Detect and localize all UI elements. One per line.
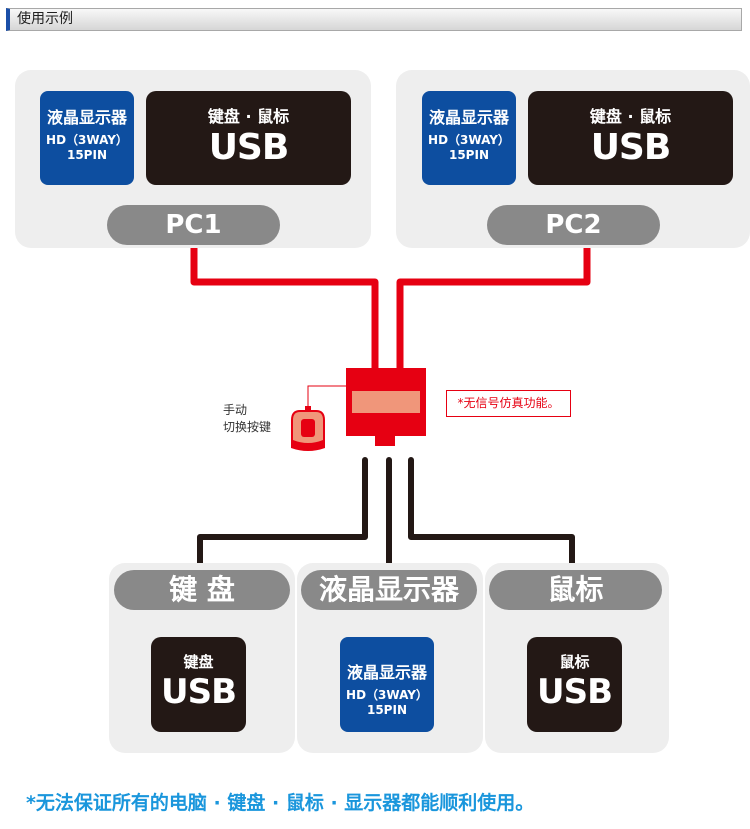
no-signal-emulation-note: *无信号仿真功能。 xyxy=(446,390,571,417)
mouse-usb-port: 鼠标 USB xyxy=(527,637,622,732)
mouse-cable xyxy=(408,457,575,575)
kvm-switch xyxy=(346,368,426,446)
compatibility-disclaimer: *无法保证所有的电脑 · 键盘 · 鼠标 · 显示器都能顺利使用。 xyxy=(26,792,535,814)
mouse-title: 鼠标 xyxy=(489,570,662,610)
pc2-monitor-port: 液晶显示器 HD（3WAY） 15PIN xyxy=(422,91,516,185)
pc2-label: PC2 xyxy=(487,205,660,245)
pc1-usb-port: 键盘 · 鼠标 USB xyxy=(146,91,351,185)
pc2-usb-port: 键盘 · 鼠标 USB xyxy=(528,91,733,185)
monitor-title: 液晶显示器 xyxy=(301,570,477,610)
section-header: 使用示例 xyxy=(6,8,742,31)
monitor-port: 液晶显示器 HD（3WAY） 15PIN xyxy=(340,637,434,732)
keyboard-cable xyxy=(197,457,368,575)
manual-switch-label: 手动 切换按键 xyxy=(223,403,272,434)
pc1-cable xyxy=(190,248,379,370)
keyboard-usb-port: 键盘 USB xyxy=(151,637,246,732)
pc1-monitor-port: 液晶显示器 HD（3WAY） 15PIN xyxy=(40,91,134,185)
pc2-cable xyxy=(396,248,591,370)
keyboard-title: 键 盘 xyxy=(114,570,290,610)
pc1-label: PC1 xyxy=(107,205,280,245)
manual-switch-button-icon[interactable] xyxy=(291,406,325,451)
